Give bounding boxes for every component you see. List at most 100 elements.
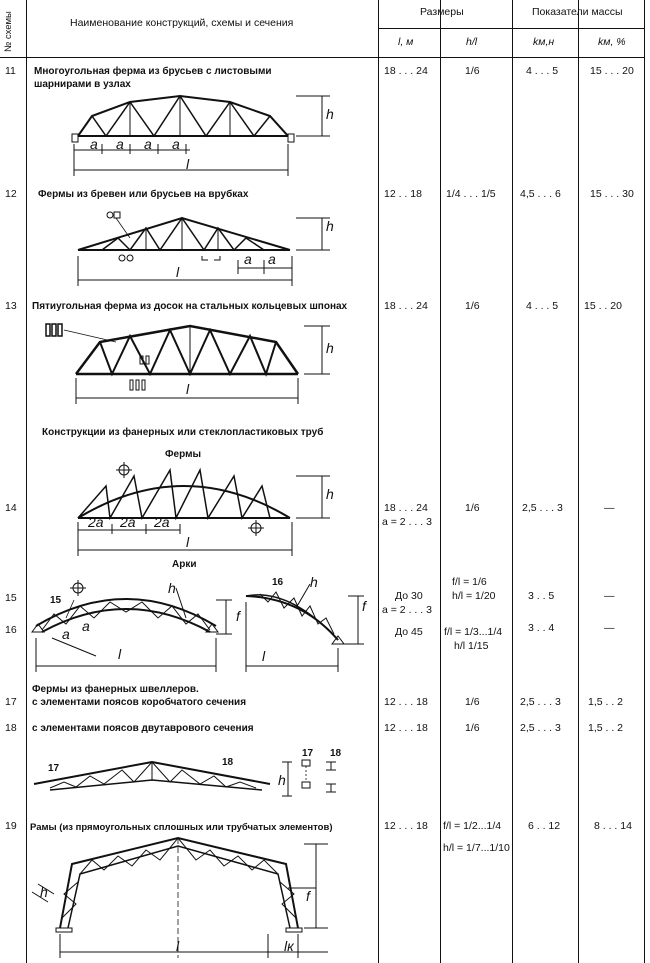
- row-title: Фермы из фанерных швеллеров.: [32, 684, 199, 695]
- cell-l: 12 . . . 18: [384, 696, 428, 708]
- cell-km: 15 . . . 30: [590, 188, 634, 200]
- cell-a: a = 2 . . . 3: [382, 604, 432, 616]
- row-no: 12: [5, 188, 17, 200]
- cell-km: 15 . . . 20: [590, 65, 634, 77]
- cell-l: 12 . . . 18: [384, 722, 428, 734]
- row-no: 15: [5, 592, 17, 604]
- cell-l: 18 . . . 24: [384, 65, 428, 77]
- row-no: 13: [5, 300, 17, 312]
- cell-hl: h/l = 1/7...1/10: [443, 842, 510, 854]
- arch-diagram-16: [245, 583, 364, 672]
- cell-k: 4 . . . 5: [526, 65, 559, 77]
- cell-l: 18 . . . 24: [384, 502, 428, 514]
- dim-l: l: [186, 381, 190, 397]
- row-title-2: с элементами поясов коробчатого сечения: [32, 697, 247, 708]
- dim-a: a: [172, 136, 180, 152]
- row-title-2: шарнирами в узлах: [34, 79, 131, 90]
- dim-2a: 2a: [120, 514, 136, 530]
- cell-l: До 45: [395, 626, 423, 638]
- arch-diagram-15: [31, 580, 232, 672]
- section-label-18: 18: [330, 748, 342, 759]
- section-title: Конструкции из фанерных или стеклопласти…: [42, 427, 324, 438]
- header-sizes: Размеры: [420, 6, 464, 18]
- dim-f: f: [362, 598, 366, 614]
- header-name: Наименование конструкций, схемы и сечени…: [70, 17, 294, 29]
- cell-hl: h/l 1/15: [454, 640, 489, 652]
- dim-a: a: [90, 136, 98, 152]
- dim-h: h: [326, 106, 334, 122]
- dim-a: a: [144, 136, 152, 152]
- cell-km: —: [604, 502, 615, 514]
- scheme-label-15: 15: [50, 595, 62, 606]
- dim-l: l: [118, 646, 122, 662]
- header-l: l, м: [398, 36, 414, 48]
- cell-k: 6 . . 12: [528, 820, 561, 832]
- cell-km: 15 . . 20: [584, 300, 622, 312]
- row-title: Фермы из бревен или брусьев на врубках: [38, 189, 249, 200]
- cell-km: —: [604, 622, 615, 634]
- truss-diagram-11: [71, 94, 330, 176]
- dim-lk: lк: [284, 938, 294, 954]
- row-no: 14: [5, 502, 17, 514]
- col-divider-1: [26, 0, 27, 963]
- col-divider-3: [440, 0, 441, 963]
- cell-hl: 1/6: [465, 65, 480, 77]
- dim-h: h: [326, 218, 334, 234]
- row-no: 16: [5, 624, 17, 636]
- cell-km: 1,5 . . 2: [588, 722, 624, 734]
- row-title: Пятиугольная ферма из досок на стальных …: [32, 301, 348, 312]
- col-divider-5: [578, 0, 579, 963]
- cell-km: —: [604, 590, 615, 602]
- cell-k: 2,5 . . . 3: [520, 696, 561, 708]
- cell-l: До 30: [395, 590, 423, 602]
- cell-k: 2,5 . . . 3: [520, 722, 561, 734]
- dim-a: a: [268, 251, 276, 267]
- dim-a: a: [62, 626, 70, 642]
- cell-hl: 1/6: [465, 696, 480, 708]
- subsection-title: Фермы: [165, 449, 202, 460]
- cell-k: 4 . . . 5: [526, 300, 559, 312]
- cell-hl: h/l = 1/20: [452, 590, 496, 602]
- row-title: с элементами поясов двутаврового сечения: [32, 723, 254, 734]
- row-title: Рамы (из прямоугольных сплошных или труб…: [30, 822, 333, 833]
- cell-hl: f/l = 1/2...1/4: [443, 820, 502, 832]
- header-mass: Показатели массы: [532, 6, 623, 18]
- dim-h: h: [310, 574, 318, 590]
- dim-l: l: [176, 938, 180, 954]
- header-scheme-no: № схемы: [3, 11, 14, 52]
- col-divider-4: [512, 0, 513, 963]
- dim-h: h: [40, 884, 48, 900]
- section-label-17: 17: [302, 748, 314, 759]
- dim-l: l: [176, 264, 180, 280]
- header-km: kм, %: [598, 36, 626, 48]
- truss-diagram-14: [77, 462, 330, 556]
- scheme-label-18: 18: [222, 757, 234, 768]
- cell-km: 8 . . . 14: [594, 820, 632, 832]
- cell-k: 3 . . 4: [528, 622, 555, 634]
- cell-k: 2,5 . . . 3: [522, 502, 563, 514]
- cell-hl: f/l = 1/3...1/4: [444, 626, 503, 638]
- dim-2a: 2a: [88, 514, 104, 530]
- truss-diagram-17-18: [33, 759, 336, 797]
- header-sub-line: [378, 28, 644, 29]
- cell-l: 18 . . . 24: [384, 300, 428, 312]
- cell-km: 1,5 . . 2: [588, 696, 624, 708]
- truss-diagram-13: [45, 323, 330, 404]
- header-k: kм,н: [533, 36, 555, 48]
- cell-a: a = 2 . . . 3: [382, 516, 432, 528]
- header-hl: h/l: [466, 36, 478, 48]
- col-divider-2: [378, 0, 379, 963]
- dim-a: a: [116, 136, 124, 152]
- dim-f: f: [306, 888, 310, 904]
- cell-hl: 1/6: [465, 502, 480, 514]
- dim-l: l: [262, 648, 266, 664]
- cell-hl: 1/4 . . . 1/5: [446, 188, 496, 200]
- cell-hl: 1/6: [465, 300, 480, 312]
- cell-l: 12 . . 18: [384, 188, 422, 200]
- scheme-label-16: 16: [272, 577, 284, 588]
- truss-diagram-12: [77, 211, 330, 286]
- cell-hl: f/l = 1/6: [452, 576, 487, 588]
- scheme-label-17: 17: [48, 763, 60, 774]
- frame-diagram-19: [31, 836, 328, 958]
